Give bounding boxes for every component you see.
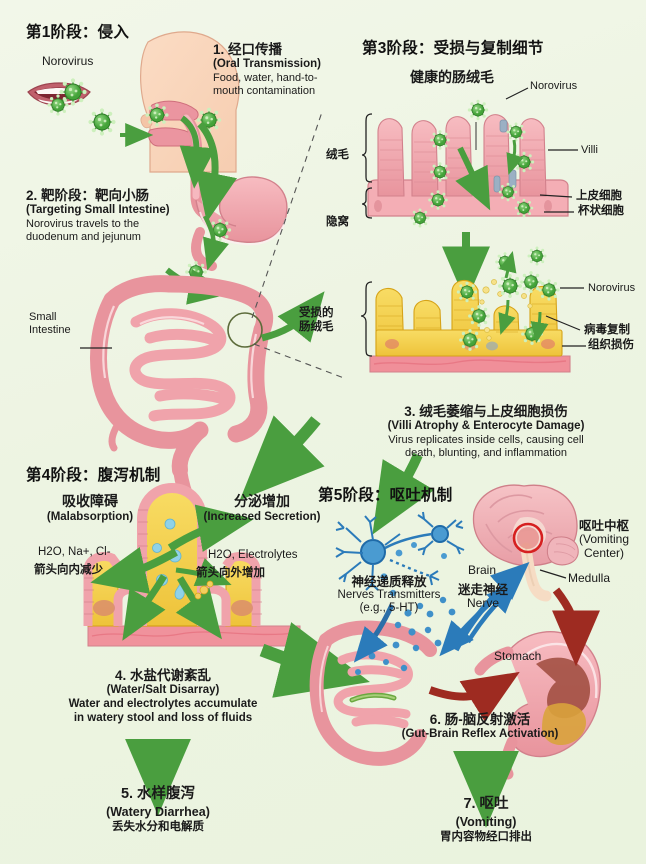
virus-particle <box>144 102 170 128</box>
malabsorption-note-cn: 箭头向内减少 <box>34 564 103 576</box>
secretion-title-en: (Increased Secretion) <box>203 510 321 523</box>
outcome-diarrhea-block: 5. 水样腹泻 (Watery Diarrhea) 丢失水分和电解质 <box>48 786 268 834</box>
label-norovirus-villi: Norovirus <box>530 80 578 92</box>
outcome-vomiting-en: (Vomiting) <box>455 814 517 829</box>
step2-title-en: (Targeting Small Intestine) <box>26 204 170 217</box>
label-norovirus-damaged: Norovirus <box>588 282 636 294</box>
damaged-villi-illustration <box>360 245 586 373</box>
vomiting-center-marker <box>512 522 544 554</box>
mouth-illustration <box>27 82 91 106</box>
secretion-note-cn: 箭头向外增加 <box>196 567 265 579</box>
virus-particle <box>87 107 117 137</box>
step3-body: Virus replicates inside cells, causing c… <box>388 434 584 460</box>
label-brain: Brain <box>468 563 497 577</box>
malabsorption-title-en: (Malabsorption) <box>46 510 134 523</box>
stage5-heading: 第5阶段：呕吐机制 <box>318 487 453 504</box>
step1-body: Food, water, hand-to- mouth contaminatio… <box>213 72 318 98</box>
label-epithelial-cells: 上皮细胞 <box>576 190 622 202</box>
outcome-vomiting-body: 胃内容物经口排出 <box>440 830 532 843</box>
virus-particle <box>184 260 208 284</box>
malabsorption-note-en: H2O, Na+, Cl- <box>38 546 111 558</box>
step3-title-en: (Villi Atrophy & Enterocyte Damage) <box>387 420 585 433</box>
step1-title-en: (Oral Transmission) <box>213 58 322 71</box>
step2-title-cn: 2. 靶阶段：靶向小肠 <box>26 188 150 203</box>
step4-title-en: (Water/Salt Disarray) <box>106 684 220 697</box>
neurotransmitter-title-cn: 神经递质释放 <box>351 575 427 589</box>
malabsorption-block: 吸收障碍 (Malabsorption) <box>30 493 150 524</box>
step2-body: Norovirus travels to the duodenum and je… <box>26 218 141 244</box>
neurotransmitter-title-en: Nerves Transmitters <box>337 589 441 602</box>
vomiting-center-en2: Center) <box>583 545 624 560</box>
step1-title-cn: 1. 经口传播 <box>213 42 283 57</box>
malabsorption-title-cn: 吸收障碍 <box>62 493 118 509</box>
step6-block: 6. 肠-脑反射激活 (Gut-Brain Reflex Activation) <box>330 712 630 741</box>
label-stomach: Stomach <box>494 649 542 663</box>
label-goblet-cells: 杯状细胞 <box>578 205 624 217</box>
virus-particle <box>58 77 88 107</box>
secretion-note-en: H2O, Electrolytes <box>208 549 298 561</box>
label-viral-replication: 病毒复制 <box>584 324 630 336</box>
vomiting-center-block: 呕吐中枢 (Vomiting Center) <box>562 519 646 561</box>
virus-particle <box>196 107 222 133</box>
step1-block: 1. 经口传播 (Oral Transmission) Food, water,… <box>213 42 403 98</box>
outcome-diarrhea-cn: 5. 水样腹泻 <box>120 786 196 802</box>
healthy-villi-title: 健康的肠绒毛 <box>410 69 494 85</box>
vagus-nerve-block: 迷走神经 Nerve <box>450 583 516 611</box>
vomiting-center-cn: 呕吐中枢 <box>578 519 629 533</box>
outcome-vomiting-block: 7. 呕吐 (Vomiting) 胃内容物经口排出 <box>386 796 586 844</box>
step4-body: Water and electrolytes accumulate in wat… <box>68 698 258 724</box>
outcome-diarrhea-body: 丢失水分和电解质 <box>112 820 204 833</box>
secretion-block: 分泌增加 (Increased Secretion) <box>192 493 332 524</box>
virus-particle <box>46 93 70 117</box>
vomiting-center-en1: (Vomiting <box>578 532 630 547</box>
outcome-diarrhea-en: (Watery Diarrhea) <box>106 804 210 819</box>
label-tissue-damage: 组织损伤 <box>588 339 634 351</box>
stage4-heading: 第4阶段：腹泻机制 <box>26 467 161 484</box>
label-villi-en: Villi <box>581 144 598 156</box>
label-norovirus-stage1: Norovirus <box>42 54 94 68</box>
magnifier-circle <box>227 312 263 348</box>
stage1-heading: 第1阶段：侵入 <box>26 24 130 41</box>
label-damaged-villi: 受损的 肠绒毛 <box>299 307 334 334</box>
step6-title-cn: 6. 肠-脑反射激活 <box>429 712 531 727</box>
step6-title-en: (Gut-Brain Reflex Activation) <box>401 728 559 741</box>
label-small-intestine: Small Intestine <box>29 311 71 337</box>
step2-block: 2. 靶阶段：靶向小肠 (Targeting Small Intestine) … <box>26 188 216 244</box>
healthy-villi-illustration <box>361 87 578 229</box>
outcome-vomiting-cn: 7. 呕吐 <box>463 796 509 812</box>
stage3-heading: 第3阶段：受损与复制细节 <box>362 40 544 57</box>
vagus-nerve-cn: 迷走神经 <box>457 583 508 597</box>
step3-block: 3. 绒毛萎缩与上皮细胞损伤 (Villi Atrophy & Enterocy… <box>336 404 636 460</box>
label-crypt-cn: 隐窝 <box>326 216 349 228</box>
neurotransmitter-block: 神经递质释放 Nerves Transmitters (e.g., 5-HT) <box>318 575 460 615</box>
step4-title-cn: 4. 水盐代谢紊乱 <box>114 668 211 683</box>
vagus-nerve-en: Nerve <box>466 596 499 611</box>
step3-title-cn: 3. 绒毛萎缩与上皮细胞损伤 <box>404 404 568 419</box>
secretion-title-cn: 分泌增加 <box>234 493 290 509</box>
neurotransmitter-example: (e.g., 5-HT) <box>359 602 419 615</box>
label-villi-cn: 绒毛 <box>326 149 349 161</box>
step4-block: 4. 水盐代谢紊乱 (Water/Salt Disarray) Water an… <box>18 668 308 725</box>
label-medulla: Medulla <box>568 571 611 585</box>
